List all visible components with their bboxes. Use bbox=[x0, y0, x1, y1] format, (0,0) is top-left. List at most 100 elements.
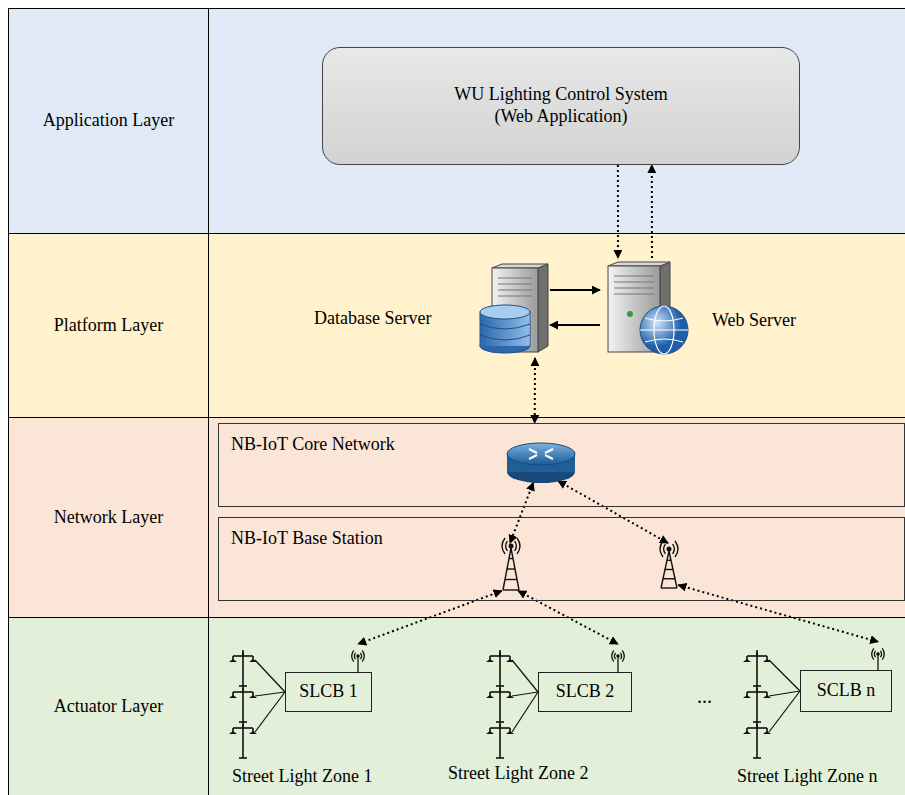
server-side bbox=[538, 264, 548, 352]
lamp-stroke bbox=[242, 650, 244, 656]
antenna-tip bbox=[616, 654, 620, 658]
lamp-stroke bbox=[753, 757, 761, 759]
router-arrows bbox=[529, 449, 553, 459]
band-fill bbox=[8, 617, 905, 795]
signal-wave bbox=[517, 538, 520, 554]
signal-wave bbox=[620, 653, 621, 659]
control-box: SLCB 2 bbox=[538, 672, 632, 712]
lamp-head bbox=[486, 731, 494, 734]
server-top bbox=[608, 262, 670, 266]
network-box: NB-IoT Base Station bbox=[218, 517, 905, 601]
lamp-stroke bbox=[756, 724, 758, 758]
power-wire bbox=[769, 691, 800, 732]
layer-label-cell: Platform Layer bbox=[9, 234, 209, 417]
lamp-head bbox=[229, 659, 237, 662]
router-icon bbox=[501, 434, 581, 486]
signal-wave bbox=[675, 541, 678, 557]
layer-name: Network Layer bbox=[48, 507, 169, 529]
node-label: SCLB n bbox=[817, 680, 876, 702]
network-box: NB-IoT Core Network bbox=[218, 423, 905, 507]
layer-label-cell: Network Layer bbox=[9, 418, 209, 617]
lamp-stroke bbox=[499, 722, 501, 728]
control-box: SCLB n bbox=[800, 670, 892, 712]
node-label: SLCB 2 bbox=[556, 681, 615, 703]
dotted-link bbox=[617, 165, 619, 258]
lamp-head bbox=[229, 695, 237, 698]
signal-wave bbox=[502, 538, 505, 554]
database-icon bbox=[478, 262, 550, 358]
tower-rung bbox=[667, 560, 671, 561]
dotted-link bbox=[558, 481, 668, 543]
server-slot bbox=[498, 277, 532, 278]
lamp-stroke bbox=[242, 652, 244, 686]
signal-wave bbox=[673, 544, 675, 554]
power-wire bbox=[769, 660, 800, 691]
server-top bbox=[492, 264, 548, 268]
power-wire bbox=[512, 692, 538, 732]
band-fill bbox=[8, 8, 905, 234]
dotted-link bbox=[510, 483, 533, 543]
server-slot bbox=[614, 293, 654, 294]
signal-wave bbox=[660, 541, 663, 557]
signal-wave bbox=[360, 653, 361, 659]
server-slot bbox=[614, 275, 654, 276]
layer-name: Actuator Layer bbox=[48, 696, 169, 718]
lamp-stroke bbox=[242, 688, 244, 722]
antenna-tip bbox=[876, 652, 880, 656]
signal-wave bbox=[880, 651, 881, 657]
database-server: Database Server bbox=[310, 258, 550, 358]
lamp-head bbox=[743, 659, 751, 662]
layer-name: Application Layer bbox=[37, 110, 180, 132]
database-band bbox=[480, 324, 530, 340]
layer-name: Platform Layer bbox=[48, 315, 169, 337]
server-slot bbox=[498, 283, 532, 284]
layer-label-cell: Actuator Layer bbox=[9, 618, 209, 795]
power-wire bbox=[255, 692, 285, 696]
application-box: WU Lighting Control System (Web Applicat… bbox=[322, 47, 800, 165]
lamp-head bbox=[743, 731, 751, 734]
status-light bbox=[627, 311, 633, 317]
band-fill bbox=[8, 417, 905, 618]
lamp-head bbox=[486, 659, 494, 662]
signal-wave bbox=[612, 650, 614, 661]
signal-wave bbox=[614, 653, 615, 659]
control-box: SLCB 1 bbox=[285, 672, 372, 712]
lamp-stroke bbox=[499, 652, 501, 686]
router-top bbox=[507, 443, 575, 465]
power-wire bbox=[769, 691, 800, 696]
power-wire bbox=[512, 660, 538, 692]
signal-wave bbox=[515, 541, 517, 551]
antenna-icon bbox=[867, 647, 889, 671]
node-label: NB-IoT Base Station bbox=[231, 528, 383, 550]
signal-wave bbox=[872, 648, 874, 659]
antenna-mast bbox=[357, 657, 358, 673]
dotted-link bbox=[534, 358, 536, 423]
lamp-stroke bbox=[242, 722, 244, 728]
signal-wave bbox=[506, 541, 508, 551]
ellipsis-mark: ... bbox=[697, 684, 712, 708]
dotted-link bbox=[651, 165, 653, 258]
globe-parallel bbox=[645, 318, 683, 342]
zone-label: Street Light Zone n bbox=[737, 766, 877, 788]
layer-band: Network Layer NB-IoT Core NetworkNB-IoT B… bbox=[8, 417, 905, 618]
antenna-tip bbox=[356, 654, 360, 658]
signal-wave bbox=[882, 648, 884, 659]
server-slot bbox=[614, 287, 654, 288]
layer-band: Application Layer WU Lighting Control Sys… bbox=[8, 8, 905, 234]
node-label: Database Server bbox=[314, 308, 431, 330]
tower-rung bbox=[505, 579, 517, 580]
antenna-icon bbox=[607, 649, 629, 673]
server-slot bbox=[614, 281, 654, 282]
lamp-head bbox=[486, 695, 494, 698]
data-arrow bbox=[550, 289, 600, 291]
server-slot bbox=[498, 289, 532, 290]
web-server-icon bbox=[600, 258, 690, 358]
antenna-mast bbox=[877, 655, 878, 671]
node-label: SLCB 1 bbox=[299, 681, 358, 703]
node-label: Web Server bbox=[712, 310, 796, 332]
signal-wave bbox=[354, 653, 355, 659]
lamp-stroke bbox=[499, 724, 501, 758]
tower-rung bbox=[509, 558, 513, 559]
